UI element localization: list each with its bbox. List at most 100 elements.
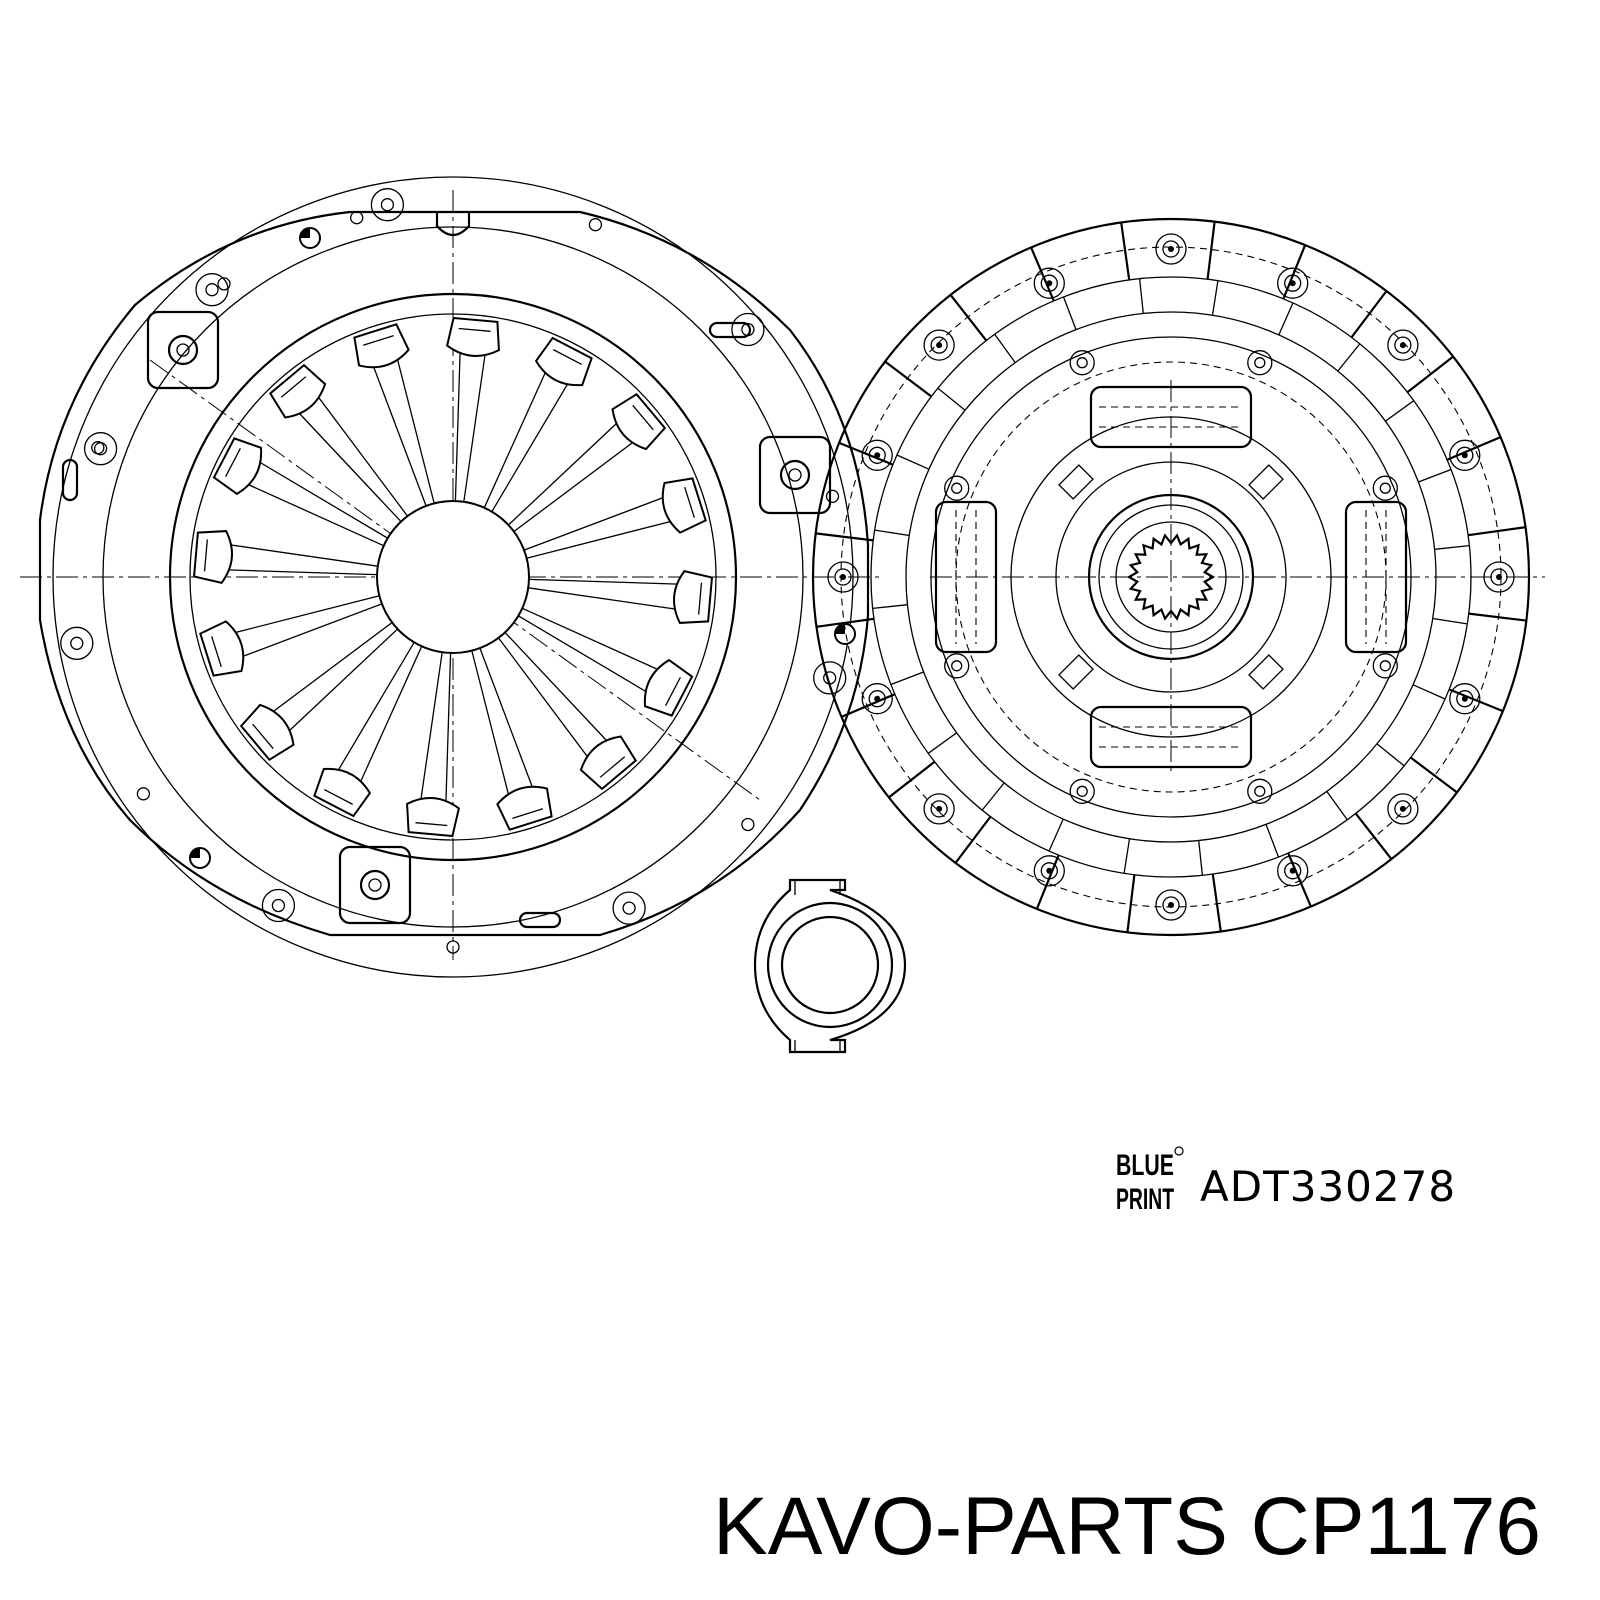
lining-rivet-inner (868, 446, 886, 464)
hub-rivet (1247, 350, 1273, 376)
cross-reference-label: KAVO-PARTS CP1176 (713, 1481, 1541, 1572)
lining-rivet-dot (840, 574, 846, 580)
finger-tip-rivet (192, 530, 233, 584)
lining-rivet-inner (1394, 336, 1412, 354)
lining-rivet-inner (834, 568, 852, 586)
hub-rivet (1372, 653, 1398, 679)
hub-rivet-inner (1379, 660, 1391, 672)
lining-rivets (827, 233, 1515, 921)
segment-divider-inner (1062, 296, 1077, 330)
segment-divider (1446, 436, 1501, 461)
segment-divider-inner (937, 387, 966, 411)
mounting-hole (612, 891, 646, 925)
segment-divider-inner (1278, 302, 1294, 336)
spring-finger (454, 351, 486, 502)
hub-rivet-inner (1076, 357, 1088, 369)
balance-marker-fill (190, 848, 200, 858)
strap-bracket (758, 435, 832, 515)
finger-tip-rivet (353, 323, 410, 369)
lining-rivet (1155, 889, 1187, 921)
spring-window (1089, 705, 1253, 769)
finger-tip-rivet (643, 658, 694, 717)
mounting-hole (741, 817, 755, 832)
spring-window (1089, 385, 1253, 449)
hub-spline-teeth (1126, 533, 1216, 621)
segment-divider (838, 441, 894, 466)
spring-finger (298, 395, 409, 523)
spring-finger (507, 422, 635, 533)
segment-divider (1409, 756, 1458, 794)
lining-rivet (1033, 267, 1065, 299)
lining-rivet-dot (1461, 452, 1468, 459)
hub-rivet (944, 475, 970, 501)
hub-rivet-inner (1076, 785, 1088, 797)
strap-bolt-center (176, 343, 190, 357)
strap-bolt-center (788, 468, 802, 482)
mounting-hole (813, 661, 847, 695)
mounting-hole (370, 188, 405, 222)
lining-rivet-dot (1399, 342, 1406, 349)
segment-divider (1035, 854, 1060, 910)
diaphragm-spring (192, 316, 714, 838)
finger-tip-rivet (661, 477, 707, 534)
segment-divider-inner (1265, 824, 1280, 858)
finger-tip-rivet (212, 437, 263, 496)
lining-rivet-inner (930, 336, 948, 354)
damper-stop (1058, 654, 1094, 690)
mounting-hole-inner (205, 283, 219, 297)
lining-rivet (1387, 793, 1419, 825)
lining-rivet-inner (1456, 690, 1474, 708)
lining-rivet-dot (1046, 867, 1053, 874)
lining-rivet-inner (1162, 240, 1180, 258)
finger-tip-rivet (199, 620, 245, 677)
lining-rivet (1449, 683, 1481, 715)
spring-finger (528, 578, 679, 610)
retaining-slot (518, 911, 562, 929)
lining-rivet-dot (936, 805, 943, 812)
segment-divider-inner (981, 782, 1005, 811)
torsion-springs (934, 385, 1408, 769)
segment-divider-inner (1211, 280, 1219, 316)
lining-rivet-dot (1461, 695, 1468, 702)
spring-finger (517, 607, 659, 693)
spring-finger (247, 461, 389, 547)
spring-finger (271, 621, 399, 732)
mounting-hole-inner (271, 898, 286, 913)
segment-divider-inner (927, 732, 957, 754)
lining-rivet (861, 439, 893, 471)
hub-rivet (1069, 778, 1095, 804)
lining-rivet-inner (868, 690, 886, 708)
segment-divider (1467, 526, 1526, 537)
hub-collar (1115, 521, 1227, 633)
mounting-hole (83, 432, 118, 466)
mounting-hole (446, 940, 460, 954)
hub-rivet (944, 653, 970, 679)
lining-rivet (861, 683, 893, 715)
hub-rivet-inner (951, 482, 963, 494)
lining-rivet (1277, 267, 1309, 299)
segment-divider (1448, 688, 1504, 713)
finger-tip-rivet (673, 570, 714, 624)
hub-rivet (1069, 350, 1095, 376)
hub-rivet-inner (1254, 785, 1266, 797)
lining-rivet-inner (1284, 862, 1302, 880)
lining-rivet-dot (936, 342, 943, 349)
lining-rivet-dot (1046, 280, 1053, 287)
clutch-pressure-plate (20, 176, 880, 978)
hub-rivet-inner (1379, 482, 1391, 494)
lining-rivet-inner (1040, 862, 1058, 880)
segment-divider-inner (896, 454, 930, 470)
lining-rivet (1277, 855, 1309, 887)
lining-rivet-inner (1490, 568, 1508, 586)
spring-finger (337, 641, 423, 783)
lining-rivet-inner (1162, 896, 1180, 914)
lining-rivet-inner (1284, 274, 1302, 292)
segment-divider-inner (1434, 544, 1470, 550)
segment-divider-inner (1385, 400, 1415, 422)
finger-tip-rivet (534, 336, 593, 387)
segment-divider (1468, 612, 1527, 622)
segment-divider-inner (890, 671, 924, 686)
strap-bolt (359, 869, 391, 901)
lining-rivet-dot (1289, 867, 1296, 874)
